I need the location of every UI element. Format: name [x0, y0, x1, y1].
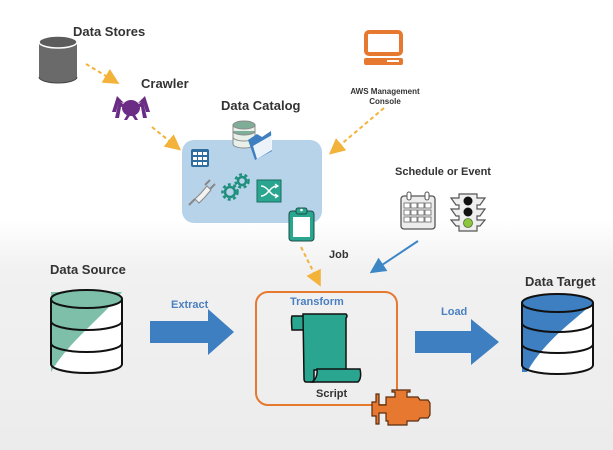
data-target-label: Data Target — [525, 274, 596, 289]
data-target-database-icon — [521, 293, 594, 375]
data-source-database-icon — [50, 289, 123, 374]
engine-icon — [371, 389, 431, 426]
data-source-label: Data Source — [50, 262, 126, 277]
transform-label: Transform — [290, 296, 344, 308]
arrow-crawler-to-catalog — [151, 126, 182, 151]
data-catalog-box[interactable] — [182, 140, 322, 223]
database-folder-icon — [232, 120, 272, 160]
data-stores-database-icon — [38, 35, 78, 84]
plug-icon — [188, 179, 216, 206]
monitor-icon — [364, 30, 403, 65]
load-arrow — [415, 319, 499, 365]
arrow-console-to-catalog — [328, 107, 385, 155]
job-label: Job — [329, 249, 349, 261]
crawler-label: Crawler — [141, 76, 189, 91]
clipboard-icon — [288, 207, 315, 242]
schedule-label: Schedule or Event — [395, 166, 491, 178]
calendar-icon — [400, 191, 436, 230]
extract-arrow — [150, 309, 234, 355]
traffic-light-icon — [449, 193, 487, 232]
gears-icon — [221, 173, 250, 201]
arrow-catalog-to-transform — [300, 246, 321, 287]
load-label: Load — [441, 306, 468, 318]
transform-box[interactable] — [255, 291, 398, 406]
script-scroll-icon — [290, 313, 362, 383]
script-label: Script — [316, 388, 348, 400]
arrow-stores-to-crawler — [85, 63, 120, 85]
console-label: AWS Management Console — [345, 87, 425, 107]
console-label-line2: Console — [369, 97, 401, 106]
spider-icon — [112, 96, 150, 120]
shuffle-icon — [256, 179, 282, 203]
table-grid-icon — [191, 149, 209, 167]
arrow-schedule-to-transform — [369, 240, 419, 274]
data-stores-label: Data Stores — [73, 24, 146, 39]
console-label-line1: AWS Management — [350, 87, 420, 96]
extract-label: Extract — [171, 299, 209, 311]
data-catalog-label: Data Catalog — [221, 98, 301, 113]
